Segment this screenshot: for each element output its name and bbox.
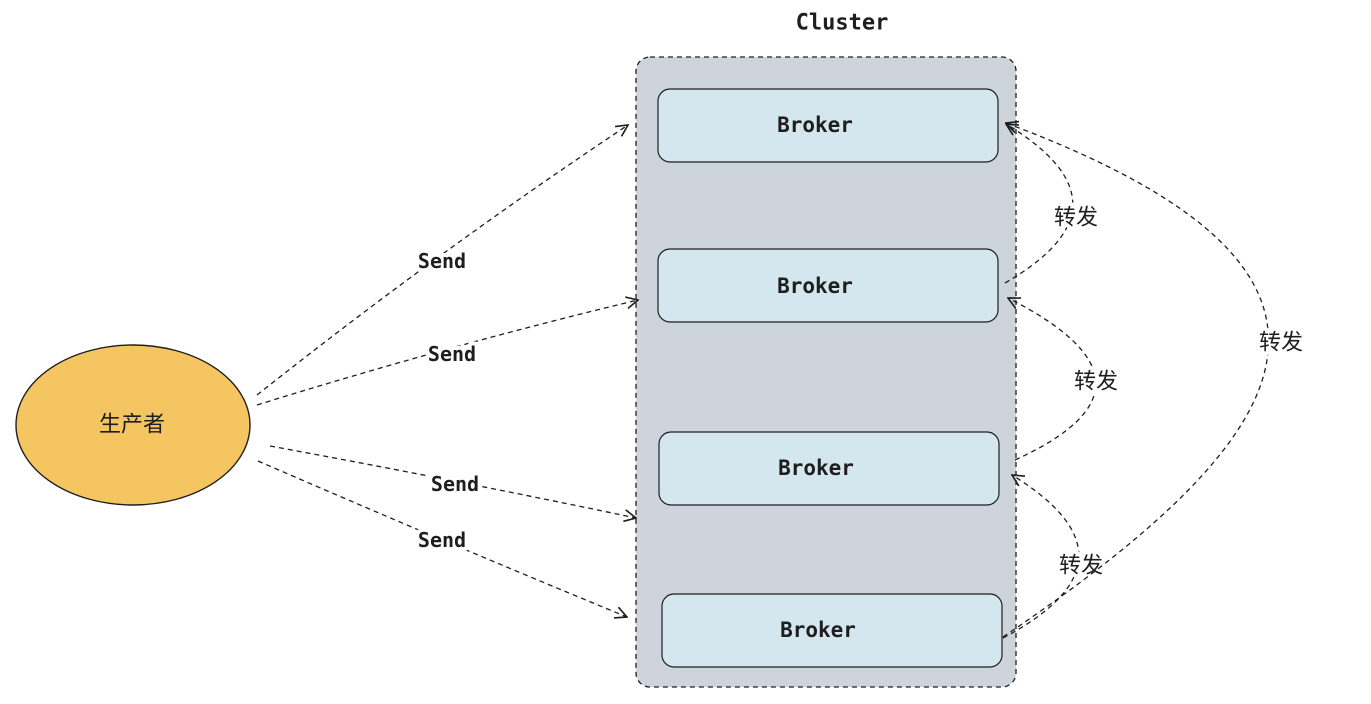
forward-label: 转发 (1054, 206, 1098, 231)
producer-label: 生产者 (99, 413, 165, 438)
forward-edge-broker2-to-broker1: 转发 (1005, 124, 1102, 284)
broker-label: Broker (780, 618, 856, 642)
send-arrow (257, 460, 627, 617)
forward-label: 转发 (1059, 554, 1103, 579)
broker-node-1: Broker (657, 88, 999, 163)
send-arrow (269, 445, 636, 518)
forward-arrow (1008, 298, 1097, 461)
send-edge-3: Send (269, 445, 636, 518)
send-label: Send (418, 249, 466, 273)
broker-box (658, 431, 1000, 506)
broker-label: Broker (777, 113, 853, 137)
forward-edge-broker4-to-broker1: 转发 (1002, 123, 1307, 638)
broker-label: Broker (777, 274, 853, 298)
send-edge-4: Send (257, 460, 627, 617)
forward-label: 转发 (1074, 370, 1118, 395)
send-edge-2: Send (256, 300, 638, 406)
producer-ellipse (15, 344, 251, 506)
forward-arrow (1005, 124, 1074, 284)
producer-node: 生产者 (15, 344, 251, 506)
broker-node-2: Broker (657, 248, 999, 323)
send-edge-1: Send (256, 125, 628, 396)
cluster-title: Cluster (796, 11, 889, 36)
broker-node-3: Broker (658, 431, 1000, 506)
broker-box (657, 248, 999, 323)
forward-edge-broker4-to-broker3: 转发 (1002, 475, 1107, 639)
send-label: Send (431, 472, 479, 496)
broker-node-4: Broker (661, 593, 1003, 668)
send-arrow (256, 300, 638, 406)
cluster-container (635, 56, 1017, 688)
forward-arrow (1002, 475, 1080, 639)
send-label: Send (418, 528, 466, 552)
send-label: Send (428, 342, 476, 366)
broker-box (661, 593, 1003, 668)
broker-box (657, 88, 999, 163)
forward-label: 转发 (1259, 331, 1303, 356)
forward-edge-broker3-to-broker2: 转发 (1008, 298, 1122, 461)
broker-label: Broker (778, 456, 854, 480)
forward-arrow (1002, 123, 1270, 638)
send-arrow (256, 125, 628, 396)
